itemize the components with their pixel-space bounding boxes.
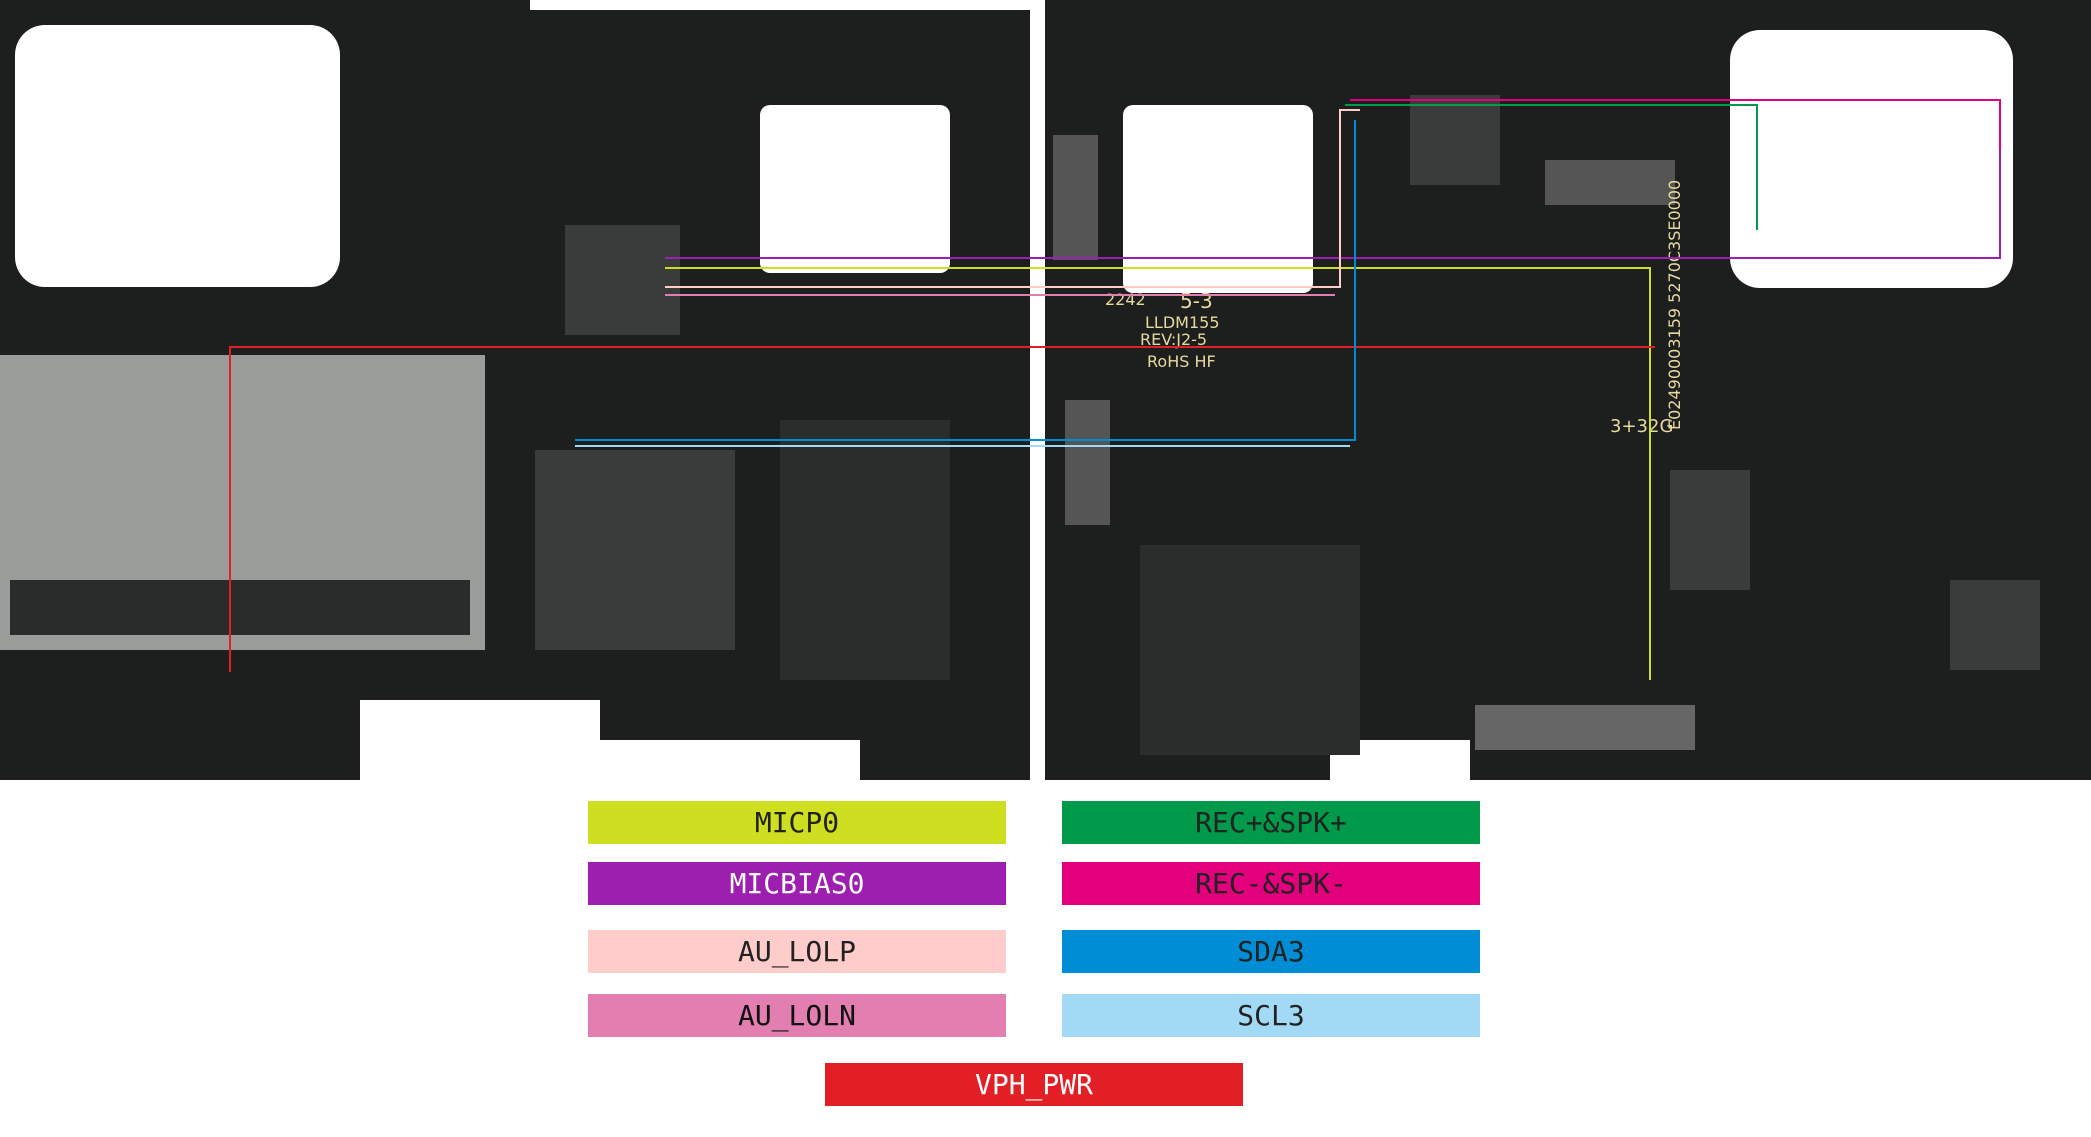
cutout — [15, 25, 340, 287]
silk-side-code: 3+32G — [1610, 416, 1673, 437]
legend-label: SDA3 — [1237, 935, 1305, 968]
silk-code2: 5-3 — [1180, 289, 1213, 313]
legend-rec-spk-minus: REC-&SPK- — [1062, 862, 1480, 905]
silk-rohs: RoHS HF — [1147, 352, 1216, 371]
connector — [1475, 705, 1695, 750]
trace-rec-spk- — [1345, 104, 1758, 230]
trace-micp0 — [665, 267, 1651, 680]
trace-micbias0 — [665, 150, 2001, 259]
legend-label: MICBIAS0 — [729, 867, 865, 900]
legend-label: MICP0 — [754, 806, 840, 839]
soc-bga — [535, 450, 735, 650]
silk-model: LLDM155 — [1145, 313, 1220, 332]
legend-label: VPH_PWR — [974, 1068, 1093, 1101]
ufs-chip — [1140, 545, 1360, 755]
signal-traces — [229, 99, 2001, 680]
legend-au-loln: AU_LOLN — [588, 994, 1006, 1037]
legend-label: REC+&SPK+ — [1195, 806, 1347, 839]
audio-codec — [565, 225, 680, 335]
trace-au-lolp — [665, 109, 1360, 288]
trace-rec-spk- — [1350, 99, 2001, 150]
legend-label: SCL3 — [1237, 999, 1305, 1032]
legend-label: REC-&SPK- — [1195, 867, 1347, 900]
legend-label: AU_LOLP — [737, 935, 856, 968]
legend-micp0: MICP0 — [588, 801, 1006, 844]
ic-chip — [1670, 470, 1750, 590]
ic-chip — [1410, 95, 1500, 185]
legend-scl3: SCL3 — [1062, 994, 1480, 1037]
trace-vph-pwr — [229, 346, 1655, 672]
legend-micbias0: MICBIAS0 — [588, 862, 1006, 905]
connector — [1065, 400, 1110, 525]
legend-label: AU_LOLN — [737, 999, 856, 1032]
trace-sda3 — [575, 120, 1356, 441]
legend-vph-pwr: VPH_PWR — [825, 1063, 1243, 1106]
silk-serial: E02490003159 5270C3SE0000 — [1665, 180, 1684, 430]
legend-sda3: SDA3 — [1062, 930, 1480, 973]
memory-chip — [780, 420, 950, 680]
silk-code1: 2242 — [1105, 290, 1146, 309]
legend-au-lolp: AU_LOLP — [588, 930, 1006, 973]
cutout — [1123, 105, 1313, 293]
silk-rev: REV:J2-5 — [1140, 330, 1207, 349]
connector — [1545, 160, 1675, 205]
cutout — [1730, 30, 2013, 288]
cutout — [760, 105, 950, 273]
connector — [1053, 135, 1098, 260]
pcb-board-diagram: 2242 5-3 LLDM155 REV:J2-5 RoHS HF 3+32G … — [0, 0, 2091, 780]
ic-chip — [1950, 580, 2040, 670]
legend-rec-spk-plus: REC+&SPK+ — [1062, 801, 1480, 844]
